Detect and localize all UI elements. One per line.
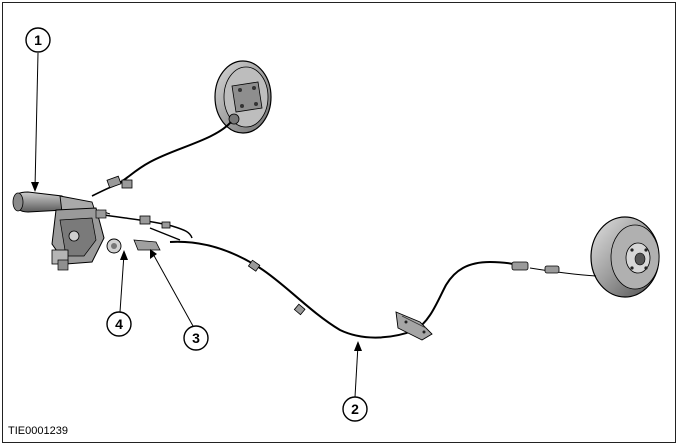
callout-1-label: 1: [34, 32, 42, 48]
cable-mounting-bracket: [395, 311, 433, 341]
callout-2-label: 2: [351, 401, 359, 417]
rear-brake-drum-lower: [590, 216, 660, 298]
callout-3: 3: [183, 325, 209, 351]
rear-brake-backing-plate-upper: [214, 60, 272, 134]
figure-reference-code: TIE0001239: [8, 425, 68, 437]
callout-leaders: [34, 52, 359, 398]
brake-cables: [91, 121, 597, 339]
callout-1: 1: [25, 27, 51, 53]
callout-3-label: 3: [192, 330, 200, 346]
callout-2: 2: [342, 396, 368, 422]
cable-clips: [106, 175, 560, 316]
callout-4-label: 4: [115, 316, 123, 332]
parking-brake-lever: [12, 191, 161, 271]
callout-4: 4: [106, 311, 132, 337]
callout-arrowheads: [31, 182, 362, 351]
figure-frame: [2, 2, 676, 443]
